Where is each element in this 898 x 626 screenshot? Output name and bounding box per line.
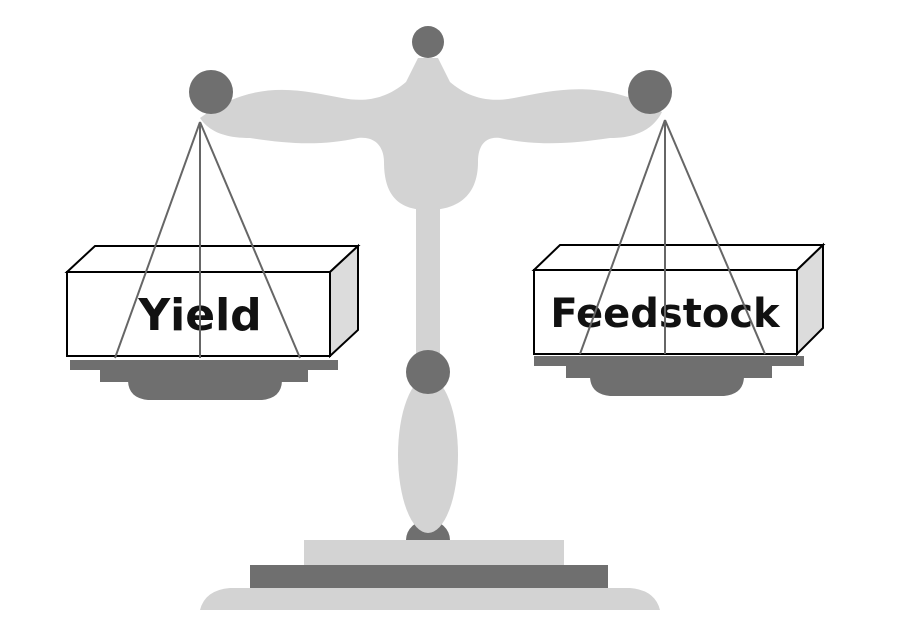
beam-top-finial [412,26,444,58]
base-bottom-plate [200,588,660,610]
column-shaft [416,190,440,380]
left-box-front-face [66,271,331,357]
right-pan: Feedstock [531,119,826,396]
right-string-inner [664,119,766,355]
left-box-top-face [64,245,361,273]
left-pan-strings [114,121,301,359]
scale-beam [189,26,672,210]
right-string-outer [579,119,666,355]
beam-right-end-ball [628,70,672,114]
right-pan-bowl [590,376,744,396]
right-pan-plate [534,356,804,366]
base-middle-step [250,565,608,588]
left-weight-box: Yield [64,243,361,359]
scale-base [200,540,660,610]
beam-body [200,58,662,210]
column-knob [406,350,450,394]
left-pan-bowl [128,380,282,400]
right-box-top-face [531,244,826,271]
right-pan-strings [579,119,766,355]
left-string-inner [199,121,301,359]
scale-column [398,190,458,540]
beam-left-end-ball [189,70,233,114]
right-pan-rim [566,366,772,378]
left-string-outer [114,121,201,359]
right-weight-box: Feedstock [531,242,826,357]
base-top-step [304,540,564,565]
left-pan: Yield [64,121,361,400]
left-pan-rim [100,370,308,382]
left-pan-plate [70,360,338,370]
column-lower-bulb [398,377,458,533]
